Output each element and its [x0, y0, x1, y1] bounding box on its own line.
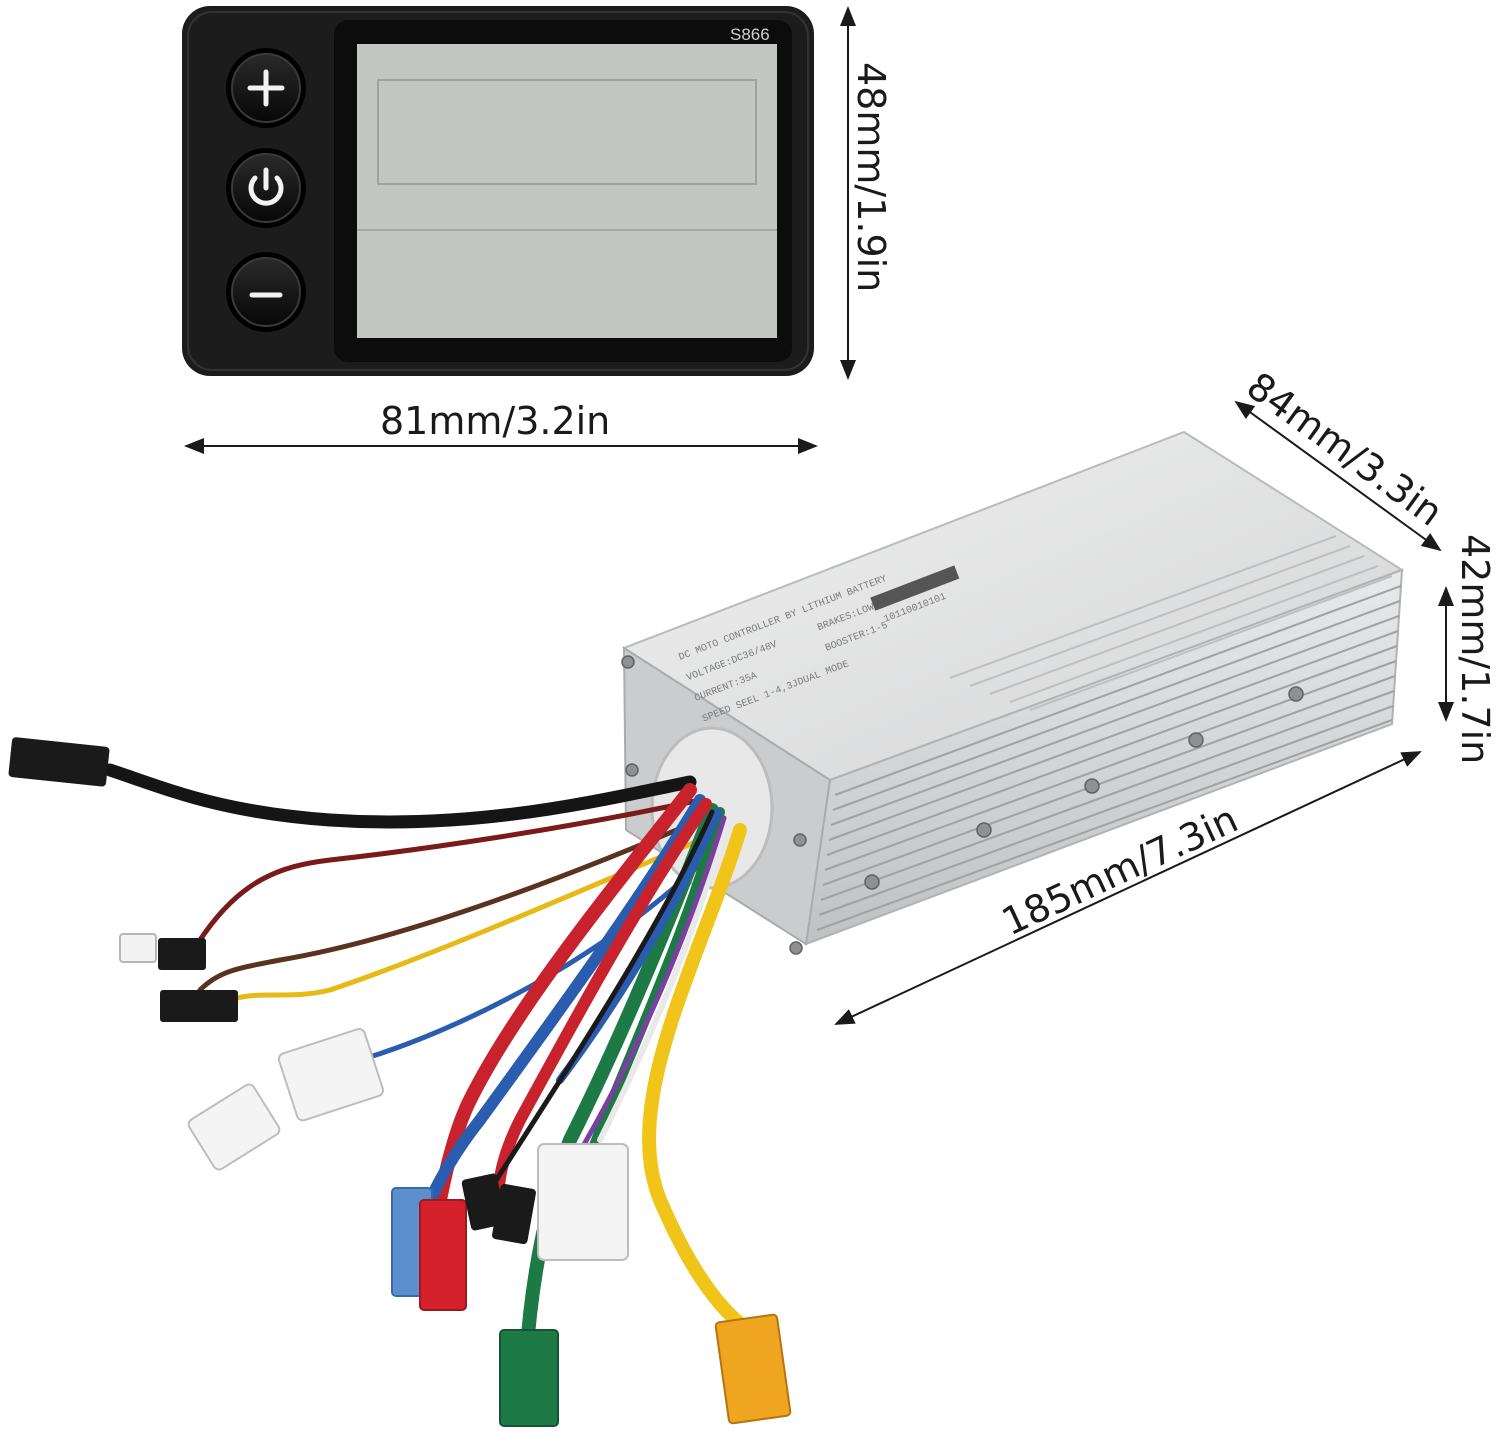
- white-2pin-connector: [187, 1083, 281, 1171]
- black-plug-1: [461, 1173, 507, 1231]
- label-barcode: [870, 565, 960, 611]
- display-bezel-highlight: [187, 11, 809, 371]
- controller-height-label: 42mm/1.7in: [1453, 534, 1497, 764]
- wiring-harness: [103, 763, 755, 1367]
- connectors: [8, 737, 792, 1427]
- display-width-label: 81mm/3.2in: [380, 399, 610, 443]
- purple-wire: [572, 815, 727, 1163]
- black-display-connector: [8, 737, 110, 787]
- minus-button[interactable]: [226, 252, 306, 332]
- green-phase-connector: [499, 1329, 559, 1427]
- lcd-upper-segment: [377, 79, 757, 185]
- yellow-wire-thick: [642, 823, 755, 1337]
- power-icon: [248, 167, 284, 206]
- black-3pin-connector: [158, 938, 206, 970]
- blue-wire-thin: [357, 857, 708, 1063]
- yellow-wire-thin: [227, 837, 703, 1003]
- small-white-plug: [119, 933, 157, 963]
- red-black-wire-1: [197, 797, 703, 943]
- white-6pin-hall-connector: [537, 1143, 629, 1261]
- black-display-cable: [103, 763, 697, 829]
- black-plug-2: [492, 1183, 536, 1245]
- controller-depth-arrow: [1234, 400, 1442, 552]
- black-2pin-connector: [160, 990, 238, 1022]
- power-button[interactable]: [226, 148, 306, 228]
- white-wire: [597, 817, 729, 1143]
- white-4pin-connector: [277, 1028, 385, 1122]
- red-power-connector: [419, 1199, 467, 1311]
- black-wire-short: [487, 809, 715, 1193]
- controller-top-fins: [949, 535, 1393, 711]
- plus-button[interactable]: [226, 48, 306, 128]
- yellow-phase-connector: [714, 1313, 792, 1425]
- controller-box: DC MOTO CONTROLLER BY LITHIUM BATTERY VO…: [621, 430, 1405, 955]
- display-model-label: S866: [730, 25, 770, 44]
- plus-icon: [247, 69, 285, 107]
- controller-length-arrow: [834, 751, 1422, 1025]
- display-height-label: 48mm/1.9in: [849, 62, 893, 292]
- brown-wire-1: [197, 817, 703, 993]
- lcd-screen: [357, 44, 777, 338]
- lcd-display-unit: S866: [182, 6, 814, 376]
